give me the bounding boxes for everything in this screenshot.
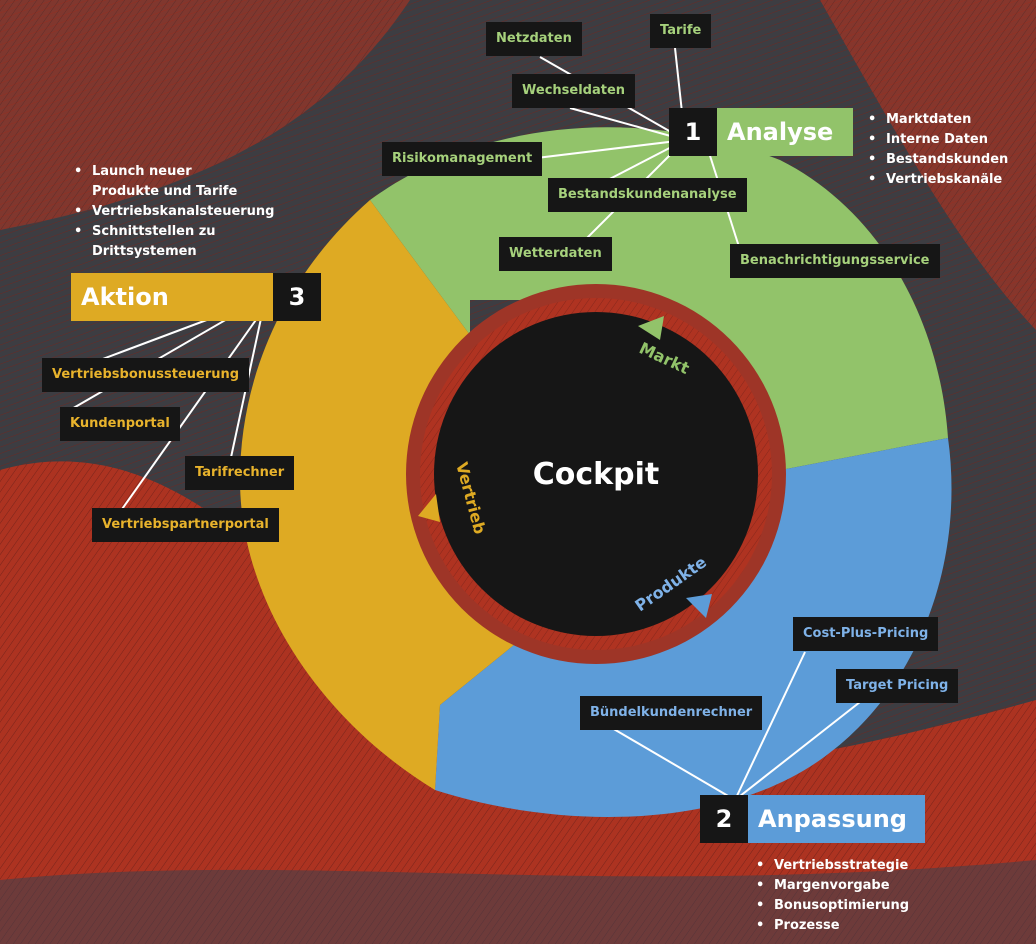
anpassung-bullets: Vertriebsstrategie Margenvorgabe Bonusop… xyxy=(752,856,909,936)
analyse-bullet: Marktdaten xyxy=(864,110,1008,130)
aktion-segment xyxy=(240,200,520,790)
vertrieb-arrow xyxy=(418,494,440,522)
aktion-bullet: Launch neuer Produkte und Tarife xyxy=(70,162,242,202)
label-netzdaten: Netzdaten xyxy=(486,22,582,56)
stage-number-analyse: 1 xyxy=(669,108,717,156)
label-wechseldaten: Wechseldaten xyxy=(512,74,636,108)
aktion-bullet: Schnittstellen zu Drittsystemen xyxy=(70,222,252,262)
label-benachrichtigungsservice: Benachrichtigungsservice xyxy=(730,244,940,278)
analyse-bullets: Marktdaten Interne Daten Bestandskunden … xyxy=(864,110,1008,190)
label-cost-plus-pricing: Cost-Plus-Pricing xyxy=(793,617,939,651)
produkte-arrow xyxy=(686,594,712,618)
label-bestandskundenanalyse: Bestandskundenanalyse xyxy=(548,178,747,212)
stage-anpassung: 2 Anpassung xyxy=(700,795,925,843)
label-vertriebsbonussteuerung: Vertriebsbonussteuerung xyxy=(42,358,250,392)
aktion-bullet: Vertriebskanalsteuerung xyxy=(70,202,330,222)
analyse-bullet: Bestandskunden xyxy=(864,150,1008,170)
label-wetterdaten: Wetterdaten xyxy=(499,237,612,271)
anpassung-bullet: Margenvorgabe xyxy=(752,876,909,896)
label-risikomanagement: Risikomanagement xyxy=(382,142,543,176)
label-target-pricing: Target Pricing xyxy=(836,669,959,703)
stage-title-anpassung: Anpassung xyxy=(748,795,925,843)
cockpit-circle xyxy=(434,312,758,636)
stage-analyse: 1 Analyse xyxy=(669,108,853,156)
label-buendelkundenrechner: Bündelkundenrechner xyxy=(580,696,763,730)
anpassung-bullet: Vertriebsstrategie xyxy=(752,856,909,876)
analyse-bullet: Vertriebskanäle xyxy=(864,170,1008,190)
analyse-bullet: Interne Daten xyxy=(864,130,1008,150)
anpassung-connectors xyxy=(611,651,861,801)
anpassung-bullet: Prozesse xyxy=(752,916,909,936)
markt-arrow xyxy=(638,316,664,340)
stage-number-anpassung: 2 xyxy=(700,795,748,843)
stage-title-aktion: Aktion xyxy=(71,273,273,321)
label-kundenportal: Kundenportal xyxy=(60,407,180,441)
stage-number-aktion: 3 xyxy=(273,273,321,321)
label-tarife: Tarife xyxy=(650,14,712,48)
stage-aktion: Aktion 3 xyxy=(71,273,321,321)
cockpit-title: Cockpit xyxy=(533,457,659,492)
stage-title-analyse: Analyse xyxy=(717,108,853,156)
aktion-bullets: Launch neuer Produkte und Tarife Vertrie… xyxy=(70,162,330,262)
label-vertriebspartnerportal: Vertriebspartnerportal xyxy=(92,508,279,542)
label-tarifrechner: Tarifrechner xyxy=(185,456,295,490)
anpassung-bullet: Bonusoptimierung xyxy=(752,896,909,916)
